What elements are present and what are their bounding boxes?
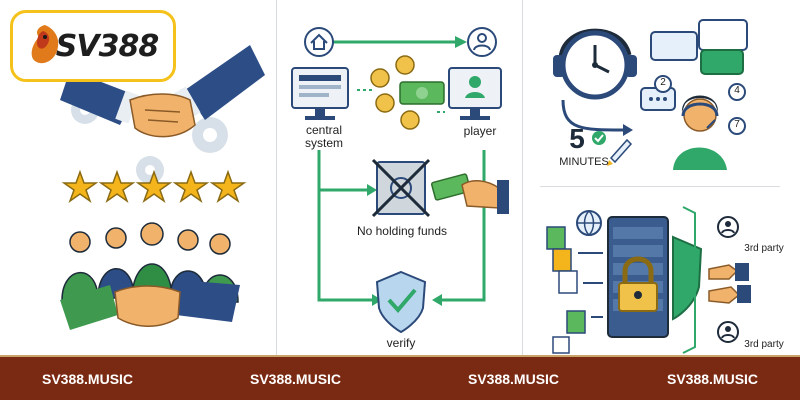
sv388-logo[interactable]: SV388 xyxy=(10,10,176,82)
globe-icon xyxy=(576,210,602,236)
watermark-footer: SV388.MUSIC SV388.MUSIC SV388.MUSIC SV38… xyxy=(0,355,800,400)
money-icon xyxy=(370,55,445,130)
panel-divider-left xyxy=(276,0,277,355)
bubble-number-2: 4 xyxy=(734,85,740,96)
user-icon xyxy=(467,27,497,57)
player-monitor-icon xyxy=(448,67,502,120)
payment-flow-illustration: central system player No holding funds v… xyxy=(277,0,522,355)
security-diagram xyxy=(546,206,751,354)
support-diagram xyxy=(553,19,748,170)
partnership-illustration xyxy=(0,0,276,355)
support-agent-icon xyxy=(673,95,727,170)
third-party-user-icon xyxy=(717,216,739,343)
verify-shield-icon xyxy=(375,270,427,334)
third-party-label-2: 3rd party xyxy=(744,339,784,350)
clock-icon xyxy=(553,28,637,100)
server-monitor-icon xyxy=(291,67,349,120)
rooster-icon xyxy=(31,25,59,64)
bubble-number-1: 2 xyxy=(660,77,666,88)
logo-text: SV388 xyxy=(55,28,159,64)
footer-site-label-3[interactable]: SV388.MUSIC xyxy=(468,371,560,387)
safe-icon xyxy=(371,158,431,218)
no-holding-funds-label: No holding funds xyxy=(356,224,448,238)
handshake-illustration xyxy=(60,45,265,330)
flow-diagram xyxy=(291,27,509,334)
response-time-number: 5 xyxy=(569,123,585,154)
documents-icon xyxy=(546,226,586,354)
footer-site-label-1[interactable]: SV388.MUSIC xyxy=(42,371,134,387)
rating-stars xyxy=(61,169,247,203)
central-system-label: central system xyxy=(304,123,343,150)
verify-label: verify xyxy=(386,336,416,350)
chat-bubbles-icon xyxy=(640,19,748,111)
third-party-label-1: 3rd party xyxy=(744,243,784,254)
panel-divider-horizontal xyxy=(540,186,780,187)
player-label: player xyxy=(463,124,497,138)
hands-icon xyxy=(708,264,741,304)
server-icon xyxy=(607,216,669,338)
support-illustration: 5 MINUTES 2 4 7 xyxy=(523,0,800,186)
security-shield-icon xyxy=(672,235,703,321)
hand-cash-icon xyxy=(430,173,509,214)
rocket-icon xyxy=(607,138,633,166)
response-time-unit: MINUTES xyxy=(559,156,609,168)
footer-site-label-4[interactable]: SV388.MUSIC xyxy=(667,371,759,387)
security-illustration: 3rd party 3rd party xyxy=(523,187,800,355)
home-icon xyxy=(304,27,334,57)
bubble-number-3: 7 xyxy=(734,119,740,130)
footer-site-label-2[interactable]: SV388.MUSIC xyxy=(250,371,342,387)
panel-divider-right xyxy=(522,0,523,355)
padlock-icon xyxy=(618,256,658,312)
